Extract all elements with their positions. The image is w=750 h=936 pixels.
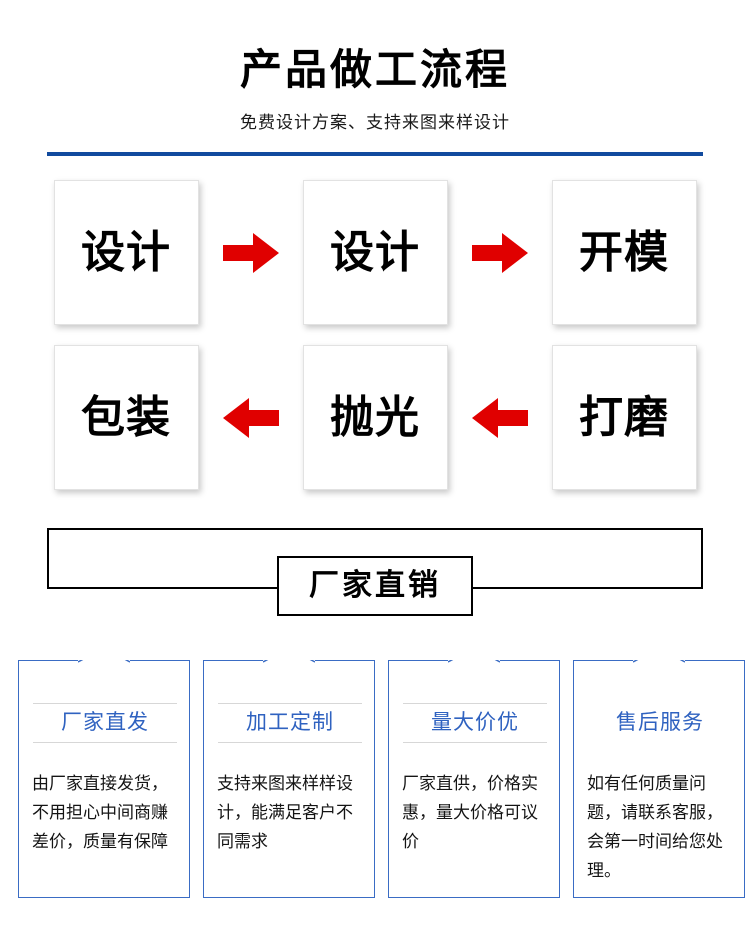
arrow-left-icon [448,397,552,438]
process-step-box: 包装 [53,345,199,490]
arrow-left-icon [199,397,303,438]
process-step-box: 打磨 [551,345,697,490]
feature-card-title: 加工定制 [246,711,334,734]
feature-card-body: 支持来图来样样设计，能满足客户不同需求 [217,774,353,851]
header-divider-rule [47,152,703,156]
card-divider-top [218,703,362,704]
process-flow-row-1: 设计 设计 开模 [0,180,750,325]
card-divider-bottom [218,742,362,743]
process-step-label: 设计 [330,227,420,277]
card-divider-bottom [403,742,547,743]
card-divider-bottom [33,742,177,743]
process-flow-row-2: 包装 抛光 打磨 [0,345,750,490]
factory-direct-badge-label: 厂家直销 [309,569,441,602]
card-divider-top [403,703,547,704]
process-step-label: 抛光 [330,392,420,442]
process-step-label: 打磨 [579,392,669,442]
page-subtitle: 免费设计方案、支持来图来样设计 [240,113,510,132]
header: 产品做工流程 免费设计方案、支持来图来样设计 [0,0,750,134]
process-step-label: 开模 [579,227,669,277]
process-step-box: 开模 [551,180,697,325]
feature-card-title: 售后服务 [616,711,704,734]
feature-card-body: 如有任何质量问题，请联系客服，会第一时间给您处理。 [587,774,723,880]
card-title-block: 量大价优 [403,703,547,743]
card-title-block: 加工定制 [218,703,362,743]
process-step-label: 设计 [81,227,171,277]
card-notch-icon [78,659,130,676]
card-notch-icon [633,659,685,676]
process-step-box: 设计 [53,180,199,325]
card-title-block: 售后服务 [588,703,732,743]
card-title-block: 厂家直发 [33,703,177,743]
process-step-label: 包装 [81,392,171,442]
process-step-box: 抛光 [302,345,448,490]
process-step-box: 设计 [302,180,448,325]
card-divider-top [33,703,177,704]
feature-card-list: 厂家直发 由厂家直接发货，不用担心中间商赚差价，质量有保障 加工定制 支持来图来… [18,659,745,898]
card-divider-bottom [588,742,732,743]
feature-card-body: 厂家直供，价格实惠，量大价格可议价 [402,774,538,851]
page-title: 产品做工流程 [239,46,510,93]
feature-card-after-sales-service[interactable]: 售后服务 如有任何质量问题，请联系客服，会第一时间给您处理。 [573,659,745,898]
card-notch-icon [263,659,315,676]
feature-card-bulk-discount[interactable]: 量大价优 厂家直供，价格实惠，量大价格可议价 [388,659,560,898]
card-notch-icon [448,659,500,676]
feature-card-factory-direct-shipping[interactable]: 厂家直发 由厂家直接发货，不用担心中间商赚差价，质量有保障 [18,659,190,898]
feature-card-title: 厂家直发 [61,711,149,734]
factory-direct-badge: 厂家直销 [277,556,473,616]
feature-card-title: 量大价优 [431,711,519,734]
feature-card-body: 由厂家直接发货，不用担心中间商赚差价，质量有保障 [32,774,168,851]
feature-card-custom-manufacturing[interactable]: 加工定制 支持来图来样样设计，能满足客户不同需求 [203,659,375,898]
arrow-right-icon [199,232,303,273]
arrow-right-icon [448,232,552,273]
